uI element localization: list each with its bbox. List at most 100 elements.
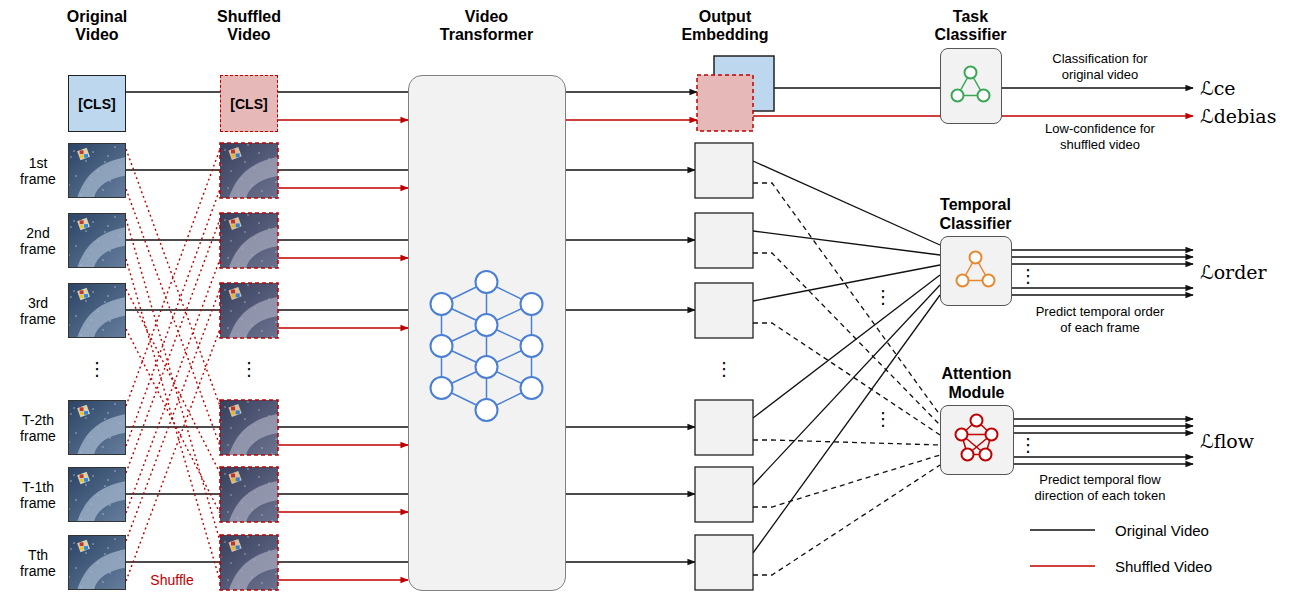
frame-texture — [102, 189, 104, 191]
video-frame: Tth frame — [68, 535, 126, 590]
frame-texture — [73, 220, 75, 222]
video-frame: 3rd frame — [68, 283, 126, 338]
column-heading: Shuffled Video — [202, 8, 297, 45]
frame-texture — [75, 175, 77, 177]
embedding-box — [695, 143, 753, 198]
frame-object — [80, 295, 83, 298]
shuffle-line — [126, 289, 220, 541]
frame-object — [80, 412, 83, 415]
frame-texture — [114, 470, 116, 472]
frame-texture — [75, 499, 77, 501]
frame-object — [77, 472, 90, 484]
connector — [278, 119, 408, 120]
attention-input — [753, 323, 940, 435]
frame-object — [77, 218, 90, 230]
attention-input — [753, 183, 940, 415]
shuffle-line — [126, 219, 220, 541]
frame-texture — [114, 403, 116, 405]
frame-texture — [102, 446, 104, 448]
frame-texture — [104, 553, 106, 555]
shuffle-line — [126, 189, 220, 446]
frame-object — [84, 294, 88, 298]
frame-background — [69, 284, 125, 337]
frame-texture — [104, 161, 106, 163]
frame-image — [69, 401, 125, 454]
frame-texture — [73, 290, 75, 292]
frame-texture — [85, 552, 87, 554]
order-arrow — [1012, 249, 1193, 250]
frame-texture — [104, 418, 106, 420]
frame-texture — [70, 480, 72, 482]
frame-texture — [69, 184, 70, 186]
frame-label: T-1th frame — [14, 478, 62, 510]
frame-background — [220, 283, 278, 338]
frame-texture — [73, 474, 75, 476]
frame-background — [69, 144, 125, 197]
frame-texture — [104, 301, 106, 303]
attention-input — [753, 465, 940, 575]
frame-texture — [104, 485, 106, 487]
frame-texture — [73, 542, 75, 544]
frame-texture — [114, 538, 116, 540]
shuffle-line — [126, 329, 220, 581]
network-unit — [476, 356, 498, 378]
frame-texture — [69, 508, 70, 510]
annotation: Low-confidence for shuffled video — [1038, 121, 1162, 152]
frame-image — [69, 468, 125, 521]
frame-texture — [102, 329, 104, 331]
shuffled-input-arrow — [278, 511, 408, 512]
legend-label: Shuffled Video — [1115, 558, 1212, 575]
network-unit — [431, 293, 453, 315]
frame-object — [77, 405, 90, 417]
legend-label: Original Video — [1115, 522, 1209, 539]
network-unit — [971, 415, 983, 427]
ellipsis-mark: ⋮ — [873, 288, 893, 306]
frame-texture — [107, 295, 109, 297]
embedding-box — [695, 467, 753, 522]
shuffled-input-arrow — [278, 327, 408, 328]
frame-hand — [77, 297, 125, 337]
embedding-box — [695, 213, 753, 268]
frame-texture — [75, 567, 77, 569]
frame-object — [80, 290, 84, 294]
frame-object — [80, 220, 84, 224]
ellipsis-mark: ⋮ — [714, 360, 734, 378]
shuffled-cls-token-box: [CLS] — [220, 75, 278, 132]
network-unit — [983, 275, 995, 287]
classifier-icon — [941, 406, 1012, 473]
temporal-input — [753, 295, 940, 553]
network-unit — [978, 90, 990, 102]
frame-texture — [92, 291, 94, 293]
shuffled-frame — [220, 400, 278, 455]
frame-background — [220, 400, 278, 455]
network-unit — [521, 377, 543, 399]
annotation: Shuffle — [137, 572, 207, 589]
flow-arrow — [1014, 456, 1193, 457]
frame-object — [80, 407, 84, 411]
frame-label: 2nd frame — [14, 224, 62, 256]
output-arrow — [566, 169, 695, 170]
column-heading: Output Embedding — [670, 8, 780, 45]
network-icon — [956, 415, 998, 461]
frame-object — [77, 148, 90, 160]
frame-background — [220, 535, 278, 590]
flow-arrow — [1014, 463, 1193, 464]
frame-object — [84, 411, 88, 415]
frame-hand — [77, 414, 125, 454]
shuffled-frame-border — [220, 143, 278, 198]
network-unit — [476, 314, 498, 336]
embedding-box — [695, 400, 753, 455]
frame-background — [69, 468, 125, 521]
frame-image — [69, 144, 125, 197]
network-unit — [957, 275, 969, 287]
shuffled-frame — [220, 213, 278, 268]
shuffle-tint — [220, 283, 278, 338]
frame-texture — [70, 548, 72, 550]
classifier-input — [753, 115, 940, 116]
frame-object — [80, 225, 83, 228]
video-frame: 2nd frame — [68, 213, 126, 268]
frame-image — [69, 214, 125, 267]
frame-label: 3rd frame — [14, 294, 62, 326]
shuffled-input-arrow — [278, 257, 408, 258]
